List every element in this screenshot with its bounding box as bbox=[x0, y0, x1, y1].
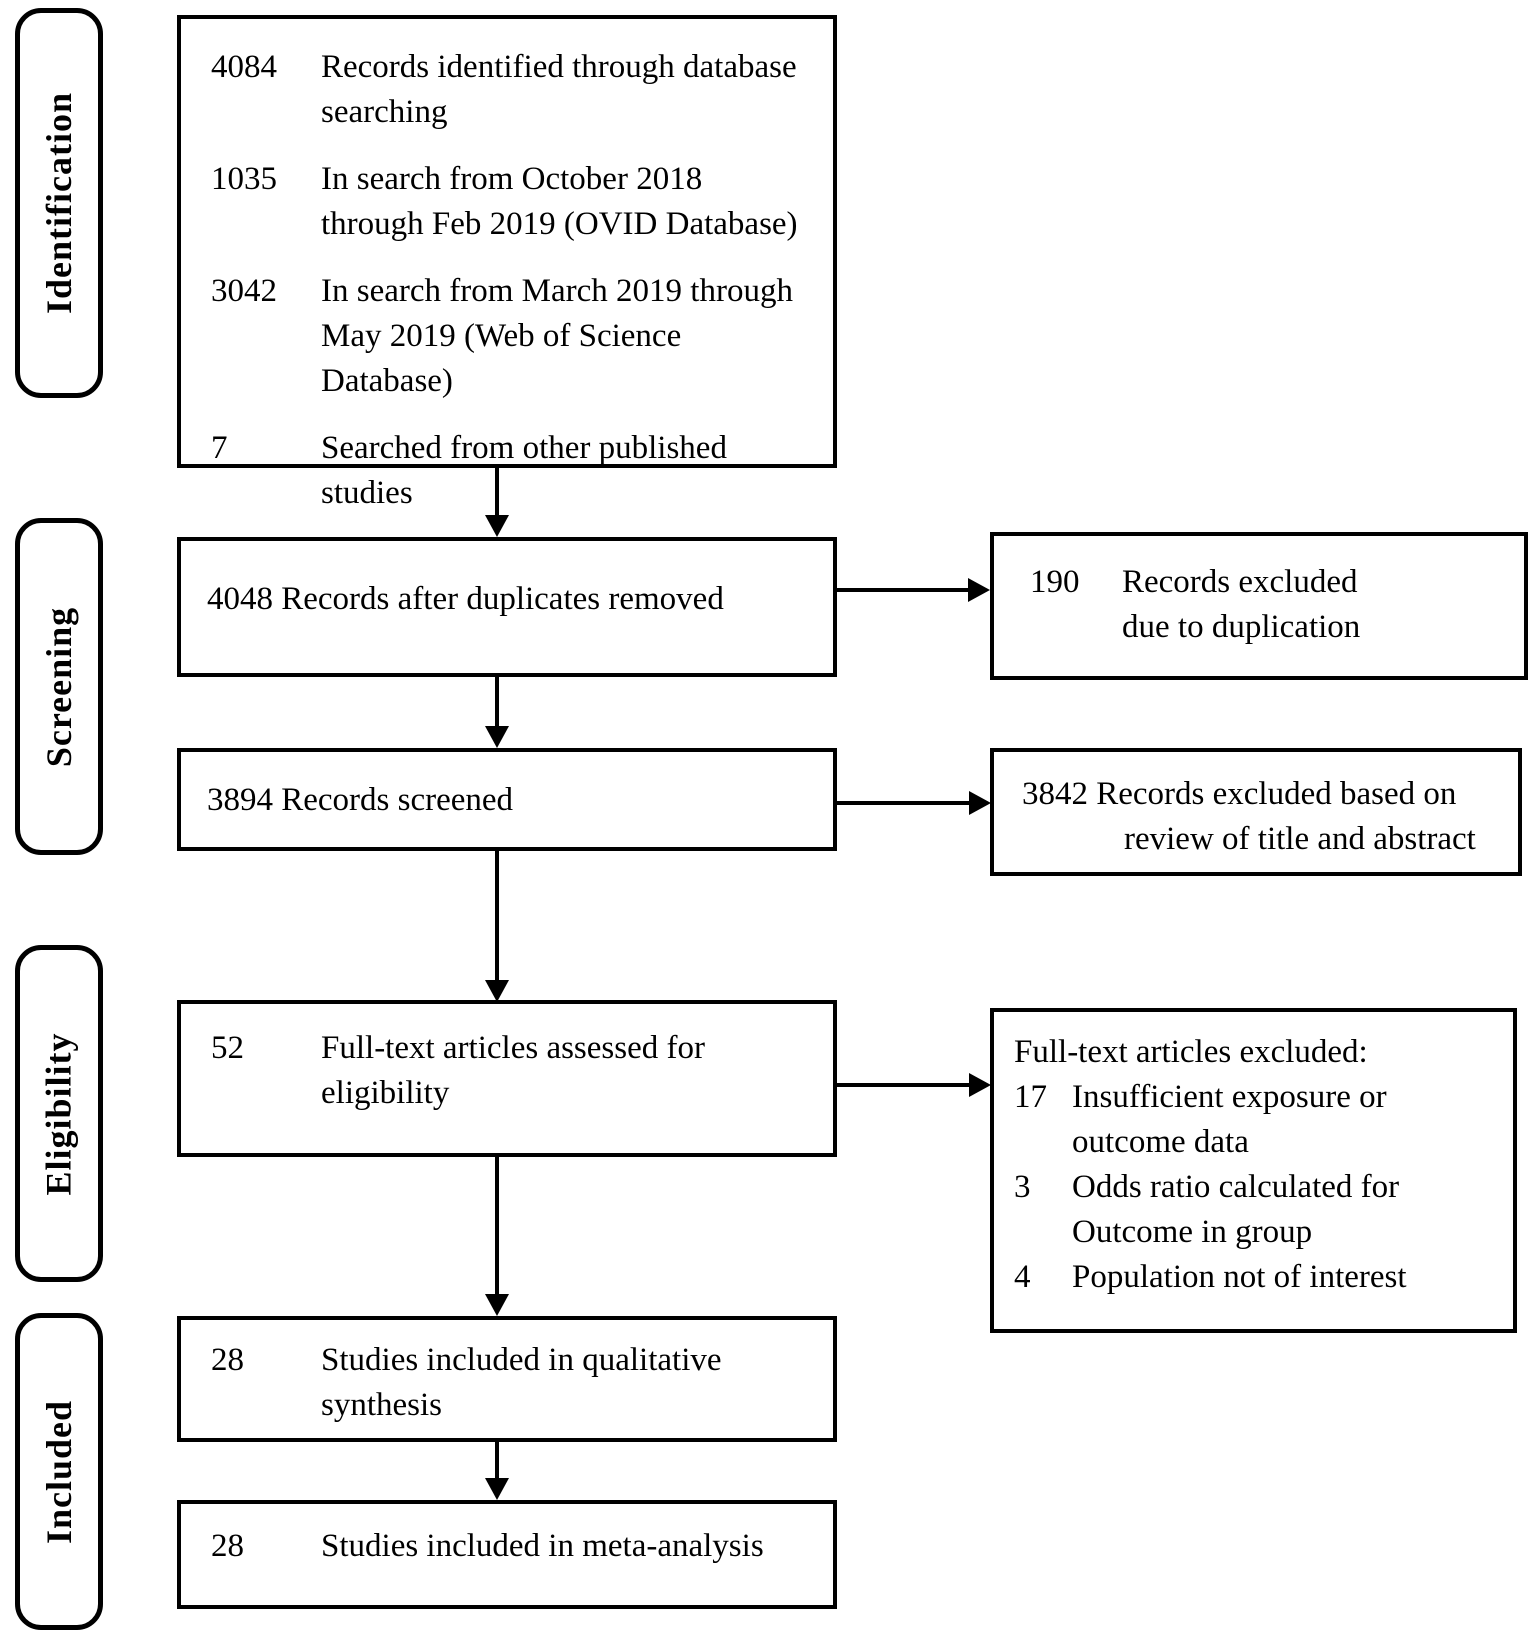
item-line: review of title and abstract bbox=[1124, 821, 1476, 857]
stage-label-identification-text: Identification bbox=[39, 91, 80, 315]
item-line: through Feb 2019 (OVID Database) bbox=[321, 206, 798, 242]
arrow-duplicates-to-excluded-line bbox=[837, 588, 969, 592]
stage-label-included: Included bbox=[15, 1313, 103, 1630]
count-value: 190 bbox=[1030, 564, 1080, 600]
count-value: 17 bbox=[1014, 1079, 1047, 1115]
item-line: synthesis bbox=[321, 1387, 443, 1423]
box-excluded-duplication: 190 Records excluded due to duplication bbox=[990, 532, 1528, 680]
stage-label-eligibility-text: Eligibility bbox=[39, 1031, 80, 1196]
count-value: 4084 bbox=[211, 49, 277, 85]
box-fulltext-assessed: 52 Full-text articles assessed for eligi… bbox=[177, 1000, 837, 1157]
count-value: 4 bbox=[1014, 1259, 1031, 1295]
item-line: In search from October 2018 bbox=[321, 161, 703, 197]
item-line: Database) bbox=[321, 363, 453, 399]
count-value: 1035 bbox=[211, 161, 277, 197]
box-qualitative-synthesis: 28 Studies included in qualitative synth… bbox=[177, 1316, 837, 1442]
box-excluded-fulltext: Full-text articles excluded: 17 Insuffic… bbox=[990, 1008, 1517, 1333]
arrow-qualitative-to-meta-head bbox=[485, 1478, 509, 1500]
item-line: Insufficient exposure or bbox=[1072, 1079, 1387, 1115]
item-line: Studies included in meta-analysis bbox=[321, 1528, 764, 1564]
stage-label-identification: Identification bbox=[15, 8, 103, 398]
box-meta-analysis: 28 Studies included in meta-analysis bbox=[177, 1500, 837, 1609]
arrow-identified-to-duplicates-head bbox=[485, 515, 509, 537]
item-line: Records excluded bbox=[1122, 564, 1358, 600]
item-line: Studies included in qualitative bbox=[321, 1342, 722, 1378]
item-line: searching bbox=[321, 94, 448, 130]
count-value: 28 bbox=[211, 1342, 244, 1378]
item-line: May 2019 (Web of Science bbox=[321, 318, 682, 354]
item-line: Outcome in group bbox=[1072, 1214, 1313, 1250]
item-line: 3842 Records excluded based on bbox=[1022, 776, 1457, 812]
item-line: Full-text articles assessed for bbox=[321, 1030, 705, 1066]
arrow-screened-to-fulltext-head bbox=[485, 980, 509, 1002]
arrow-fulltext-to-excluded-head bbox=[969, 1073, 991, 1097]
stage-label-included-text: Included bbox=[39, 1399, 79, 1544]
count-value: 3042 bbox=[211, 273, 277, 309]
item-line: eligibility bbox=[321, 1075, 450, 1111]
excluded-fulltext-title: Full-text articles excluded: bbox=[1014, 1034, 1368, 1070]
item-line: outcome data bbox=[1072, 1124, 1249, 1160]
arrow-fulltext-to-qualitative-line bbox=[495, 1157, 499, 1297]
item-line: Searched from other published bbox=[321, 430, 727, 466]
arrow-duplicates-to-screened-head bbox=[485, 726, 509, 748]
arrow-duplicates-to-screened-line bbox=[495, 677, 499, 729]
item-line: 3894 Records screened bbox=[207, 782, 514, 818]
count-value: 52 bbox=[211, 1030, 244, 1066]
count-value: 3 bbox=[1014, 1169, 1031, 1205]
arrow-fulltext-to-excluded-line bbox=[837, 1083, 970, 1087]
identified-item: 7 Searched from other published studies bbox=[211, 426, 817, 516]
arrow-screened-to-excluded-line bbox=[837, 801, 970, 805]
count-value: 7 bbox=[211, 430, 228, 466]
item-line: Odds ratio calculated for bbox=[1072, 1169, 1400, 1205]
arrow-screened-to-excluded-head bbox=[969, 791, 991, 815]
item-line: In search from March 2019 through bbox=[321, 273, 793, 309]
excluded-item: 3 Odds ratio calculated for Outcome in g… bbox=[1014, 1165, 1505, 1255]
item-line: due to duplication bbox=[1122, 609, 1361, 645]
count-value: 28 bbox=[211, 1528, 244, 1564]
item-line: Population not of interest bbox=[1072, 1259, 1407, 1295]
excluded-item: 17 Insufficient exposure or outcome data bbox=[1014, 1075, 1505, 1165]
identified-item: 1035 In search from October 2018 through… bbox=[211, 157, 817, 247]
box-records-screened: 3894 Records screened bbox=[177, 748, 837, 851]
box-excluded-title-abstract: 3842 Records excluded based on review of… bbox=[990, 748, 1522, 876]
stage-label-screening-text: Screening bbox=[39, 606, 79, 767]
stage-label-screening: Screening bbox=[15, 518, 103, 855]
arrow-fulltext-to-qualitative-head bbox=[485, 1294, 509, 1316]
arrow-screened-to-fulltext-line bbox=[495, 851, 499, 983]
identified-item: 4084 Records identified through database… bbox=[211, 45, 817, 135]
box-duplicates-removed: 4048 Records after duplicates removed bbox=[177, 537, 837, 677]
item-line: 4048 Records after duplicates removed bbox=[207, 581, 724, 617]
item-line: Records identified through database bbox=[321, 49, 797, 85]
arrow-identified-to-duplicates-line bbox=[495, 468, 499, 518]
arrow-qualitative-to-meta-line bbox=[495, 1442, 499, 1481]
excluded-item: 4 Population not of interest bbox=[1014, 1255, 1505, 1300]
arrow-duplicates-to-excluded-head bbox=[968, 578, 990, 602]
stage-label-eligibility: Eligibility bbox=[15, 945, 103, 1282]
identified-item: 3042 In search from March 2019 through M… bbox=[211, 269, 817, 404]
item-line: studies bbox=[321, 475, 413, 511]
box-records-identified: 4084 Records identified through database… bbox=[177, 15, 837, 511]
